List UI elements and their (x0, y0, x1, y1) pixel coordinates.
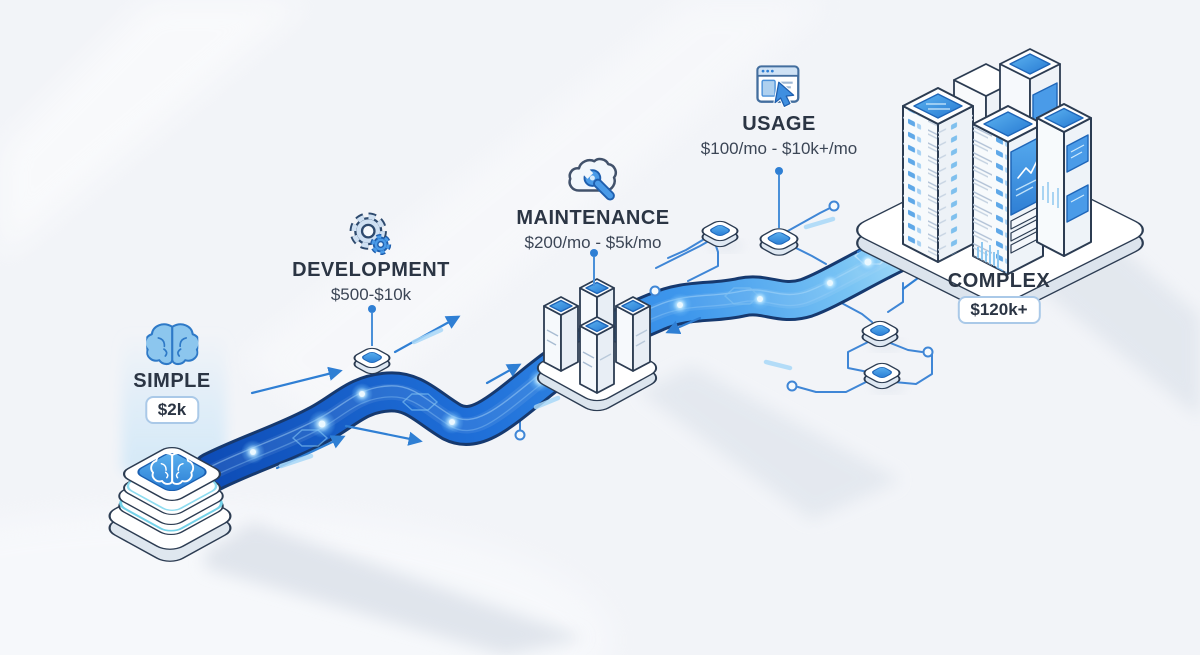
ai-chip-illustration (108, 447, 232, 562)
stage-maintenance-label: MAINTENANCE (516, 207, 670, 229)
stage-usage-price: $100/mo - $10k+/mo (700, 139, 858, 158)
gears-icon (349, 212, 392, 256)
datacenter-illustration (856, 48, 1144, 315)
stage-maintenance: MAINTENANCE $200/mo - $5k/mo (516, 154, 669, 253)
stage-development-label: DEVELOPMENT (292, 259, 450, 281)
circuit-node-pucks (353, 220, 901, 390)
server-tower (543, 296, 579, 372)
cloud-wrench-icon (568, 157, 617, 201)
comet-streaks (278, 216, 836, 469)
stage-simple-price: $2k (144, 396, 200, 424)
server-cluster-illustration (536, 278, 658, 412)
chip-brain-icon (150, 452, 195, 485)
circuit-node (353, 347, 391, 375)
server-tower (579, 316, 615, 394)
stage-usage: USAGE $100/mo - $10k+/mo (701, 60, 857, 159)
stage-usage-label: USAGE (742, 113, 816, 135)
brain-icon (145, 323, 198, 366)
browser-cursor-icon (756, 65, 800, 108)
circuit-node (863, 362, 901, 390)
circuit-node (701, 220, 739, 248)
circuit-terminals (514, 200, 934, 441)
stage-development: DEVELOPMENT $500-$10k (292, 212, 450, 305)
rack-tower (1036, 103, 1092, 257)
equalizer-bars (977, 242, 999, 268)
connector-lines (368, 167, 783, 346)
circuit-node (861, 320, 899, 348)
stage-development-price: $500-$10k (330, 285, 412, 304)
wrench-glyph (581, 167, 615, 201)
server-tower (615, 296, 651, 372)
rack-tower (902, 87, 974, 263)
stage-complex-price: $120k+ (957, 296, 1041, 324)
stage-complex-label: COMPLEX (947, 270, 1051, 292)
stage-simple-label: SIMPLE (133, 370, 211, 392)
stage-simple: SIMPLE $2k (133, 320, 210, 424)
circuit-node (759, 228, 799, 256)
stage-complex: COMPLEX $120k+ (948, 270, 1050, 324)
cursor-glyph (773, 80, 796, 108)
stage-maintenance-price: $200/mo - $5k/mo (524, 233, 662, 252)
rack-tower (972, 105, 1044, 275)
